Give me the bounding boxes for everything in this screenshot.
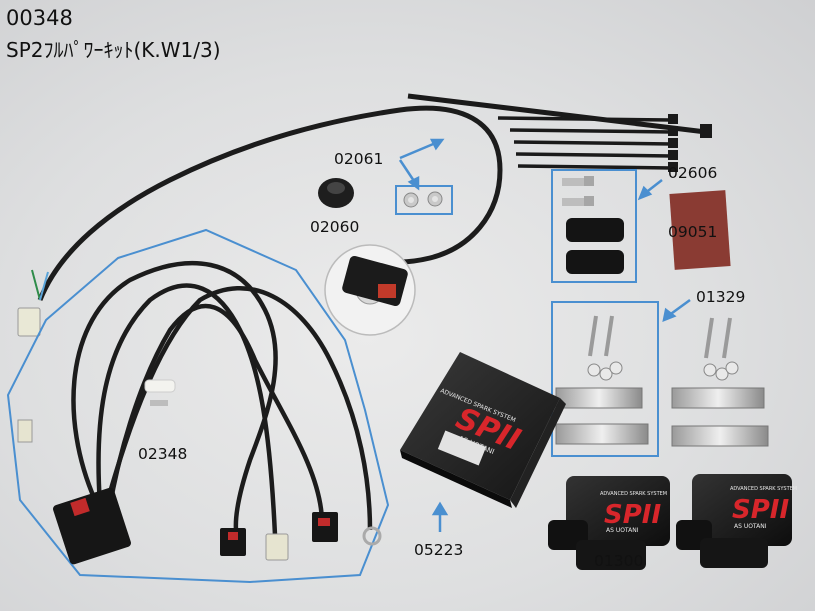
- heat-pad: [669, 190, 731, 270]
- coupler-c: [312, 512, 338, 542]
- label-part-02606: 02606: [668, 164, 718, 182]
- callout-arrows: [398, 138, 691, 532]
- label-part-01329: 01329: [696, 288, 746, 306]
- coil-logo-left: SPII: [604, 500, 661, 530]
- ignitor-unit: ADVANCED SPARK SYSTEM SPII AS UOTANI: [400, 352, 566, 508]
- label-part-09051: 09051: [668, 223, 718, 241]
- label-part-02061: 02061: [334, 150, 384, 168]
- ignition-coil-left: ADVANCED SPARK SYSTEM SPII AS UOTANI: [548, 476, 670, 570]
- bracket-set: [551, 301, 769, 457]
- washers: [395, 185, 453, 215]
- ignition-coil-right: ADVANCED SPARK SYSTEM SPII AS UOTANI: [676, 474, 797, 568]
- coil-brand-line-right: ADVANCED SPARK SYSTEM: [730, 486, 797, 492]
- label-part-02348: 02348: [138, 445, 188, 463]
- label-part-05223: 05223: [414, 541, 464, 559]
- product-code: 00348: [6, 6, 73, 30]
- label-part-02060: 02060: [310, 218, 360, 236]
- label-part-01300: 01300: [594, 552, 644, 570]
- cable-ties: [407, 93, 712, 172]
- product-name: SP2ﾌﾙﾊﾟﾜｰｷｯﾄ(K.W1/3): [6, 38, 221, 62]
- coil-maker-right: AS UOTANI: [734, 523, 767, 530]
- coil-logo-right: SPII: [732, 495, 789, 525]
- pickup-plate: [324, 244, 416, 336]
- sensor-cable: [37, 105, 503, 301]
- wire-harness: [6, 228, 390, 584]
- coil-maker-left: AS UOTANI: [606, 527, 639, 534]
- ring-terminal: [362, 526, 382, 546]
- terminal-caps: [551, 169, 637, 283]
- coupler-b: [265, 533, 289, 561]
- coil-brand-line-left: ADVANCED SPARK SYSTEM: [600, 491, 667, 497]
- rubber-grommet: [318, 178, 354, 208]
- cable-tie-head: [700, 124, 712, 138]
- coupler-a: [220, 528, 246, 556]
- white-connector-small: [17, 307, 41, 337]
